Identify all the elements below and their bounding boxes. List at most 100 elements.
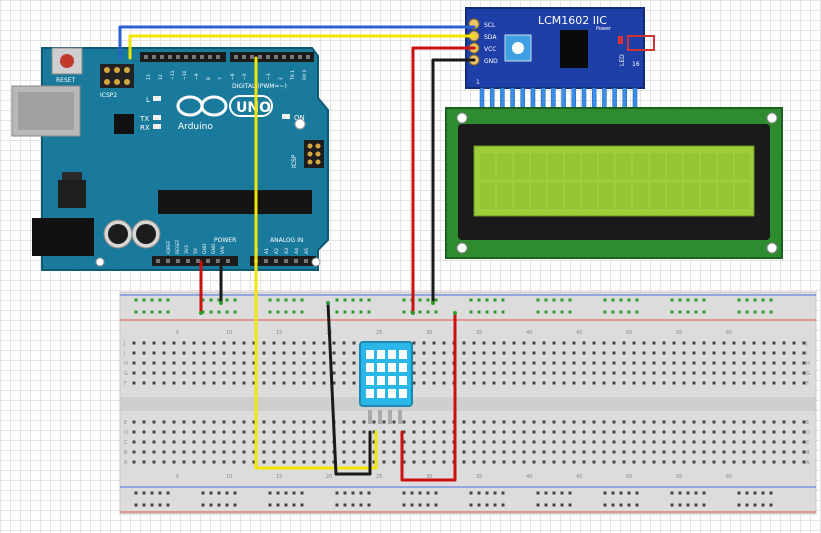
grid-hole[interactable] — [392, 440, 396, 444]
grid-hole[interactable] — [172, 440, 176, 444]
grid-hole[interactable] — [212, 440, 216, 444]
grid-hole[interactable] — [382, 420, 386, 424]
grid-hole[interactable] — [732, 351, 736, 355]
grid-hole[interactable] — [312, 450, 316, 454]
grid-hole[interactable] — [552, 351, 556, 355]
grid-hole[interactable] — [232, 460, 236, 464]
grid-hole[interactable] — [272, 430, 276, 434]
rail-hole[interactable] — [335, 298, 339, 302]
grid-hole[interactable] — [152, 361, 156, 365]
grid-hole[interactable] — [352, 361, 356, 365]
rail-hole[interactable] — [501, 310, 505, 314]
grid-hole[interactable] — [632, 381, 636, 385]
grid-hole[interactable] — [232, 440, 236, 444]
grid-hole[interactable] — [612, 371, 616, 375]
grid-hole[interactable] — [352, 420, 356, 424]
rail-hole[interactable] — [568, 503, 572, 507]
rail-hole[interactable] — [552, 298, 556, 302]
grid-hole[interactable] — [132, 420, 136, 424]
power-pin[interactable] — [176, 259, 180, 263]
grid-hole[interactable] — [652, 440, 656, 444]
grid-hole[interactable] — [552, 420, 556, 424]
analog-pin[interactable] — [304, 259, 308, 263]
grid-hole[interactable] — [492, 420, 496, 424]
rail-hole[interactable] — [678, 491, 682, 495]
grid-hole[interactable] — [202, 460, 206, 464]
rail-hole[interactable] — [225, 491, 229, 495]
grid-hole[interactable] — [132, 440, 136, 444]
grid-hole[interactable] — [262, 430, 266, 434]
rail-hole[interactable] — [536, 503, 540, 507]
rail-hole[interactable] — [678, 310, 682, 314]
rail-hole[interactable] — [670, 310, 674, 314]
rail-hole[interactable] — [737, 298, 741, 302]
grid-hole[interactable] — [252, 361, 256, 365]
grid-hole[interactable] — [602, 371, 606, 375]
grid-hole[interactable] — [632, 371, 636, 375]
grid-hole[interactable] — [312, 420, 316, 424]
grid-hole[interactable] — [492, 440, 496, 444]
grid-hole[interactable] — [332, 361, 336, 365]
grid-hole[interactable] — [132, 371, 136, 375]
rail-hole[interactable] — [150, 503, 154, 507]
rail-hole[interactable] — [552, 503, 556, 507]
grid-hole[interactable] — [552, 341, 556, 345]
grid-hole[interactable] — [202, 361, 206, 365]
grid-hole[interactable] — [222, 361, 226, 365]
potentiometer-knob[interactable] — [512, 42, 524, 54]
rail-hole[interactable] — [166, 298, 170, 302]
digital-pin[interactable] — [266, 55, 270, 59]
grid-hole[interactable] — [152, 420, 156, 424]
grid-hole[interactable] — [222, 341, 226, 345]
grid-hole[interactable] — [642, 430, 646, 434]
grid-hole[interactable] — [462, 381, 466, 385]
rail-hole[interactable] — [544, 491, 548, 495]
grid-hole[interactable] — [542, 351, 546, 355]
grid-hole[interactable] — [662, 341, 666, 345]
grid-hole[interactable] — [142, 351, 146, 355]
rail-hole[interactable] — [233, 503, 237, 507]
grid-hole[interactable] — [572, 371, 576, 375]
led-jumper[interactable] — [627, 35, 655, 51]
grid-hole[interactable] — [752, 420, 756, 424]
rail-hole[interactable] — [477, 503, 481, 507]
grid-hole[interactable] — [302, 450, 306, 454]
grid-hole[interactable] — [522, 361, 526, 365]
grid-hole[interactable] — [592, 430, 596, 434]
rail-hole[interactable] — [493, 503, 497, 507]
grid-hole[interactable] — [482, 430, 486, 434]
grid-hole[interactable] — [492, 460, 496, 464]
grid-hole[interactable] — [222, 371, 226, 375]
digital-pin[interactable] — [298, 55, 302, 59]
wire-data-yellow[interactable] — [254, 56, 378, 470]
grid-hole[interactable] — [202, 341, 206, 345]
grid-hole[interactable] — [462, 450, 466, 454]
grid-hole[interactable] — [552, 450, 556, 454]
grid-hole[interactable] — [262, 341, 266, 345]
grid-hole[interactable] — [202, 371, 206, 375]
grid-hole[interactable] — [572, 460, 576, 464]
grid-hole[interactable] — [742, 460, 746, 464]
rail-hole[interactable] — [627, 310, 631, 314]
grid-hole[interactable] — [702, 361, 706, 365]
rail-hole[interactable] — [678, 298, 682, 302]
grid-hole[interactable] — [442, 430, 446, 434]
grid-hole[interactable] — [472, 450, 476, 454]
rail-hole[interactable] — [627, 491, 631, 495]
grid-hole[interactable] — [402, 440, 406, 444]
grid-hole[interactable] — [682, 371, 686, 375]
grid-hole[interactable] — [502, 351, 506, 355]
grid-hole[interactable] — [602, 361, 606, 365]
grid-hole[interactable] — [592, 440, 596, 444]
rail-hole[interactable] — [501, 491, 505, 495]
rail-hole[interactable] — [469, 310, 473, 314]
grid-hole[interactable] — [172, 341, 176, 345]
grid-hole[interactable] — [522, 341, 526, 345]
rail-hole[interactable] — [635, 491, 639, 495]
grid-hole[interactable] — [672, 341, 676, 345]
grid-hole[interactable] — [692, 420, 696, 424]
grid-hole[interactable] — [282, 341, 286, 345]
rail-hole[interactable] — [217, 310, 221, 314]
rail-hole[interactable] — [426, 298, 430, 302]
grid-hole[interactable] — [432, 430, 436, 434]
